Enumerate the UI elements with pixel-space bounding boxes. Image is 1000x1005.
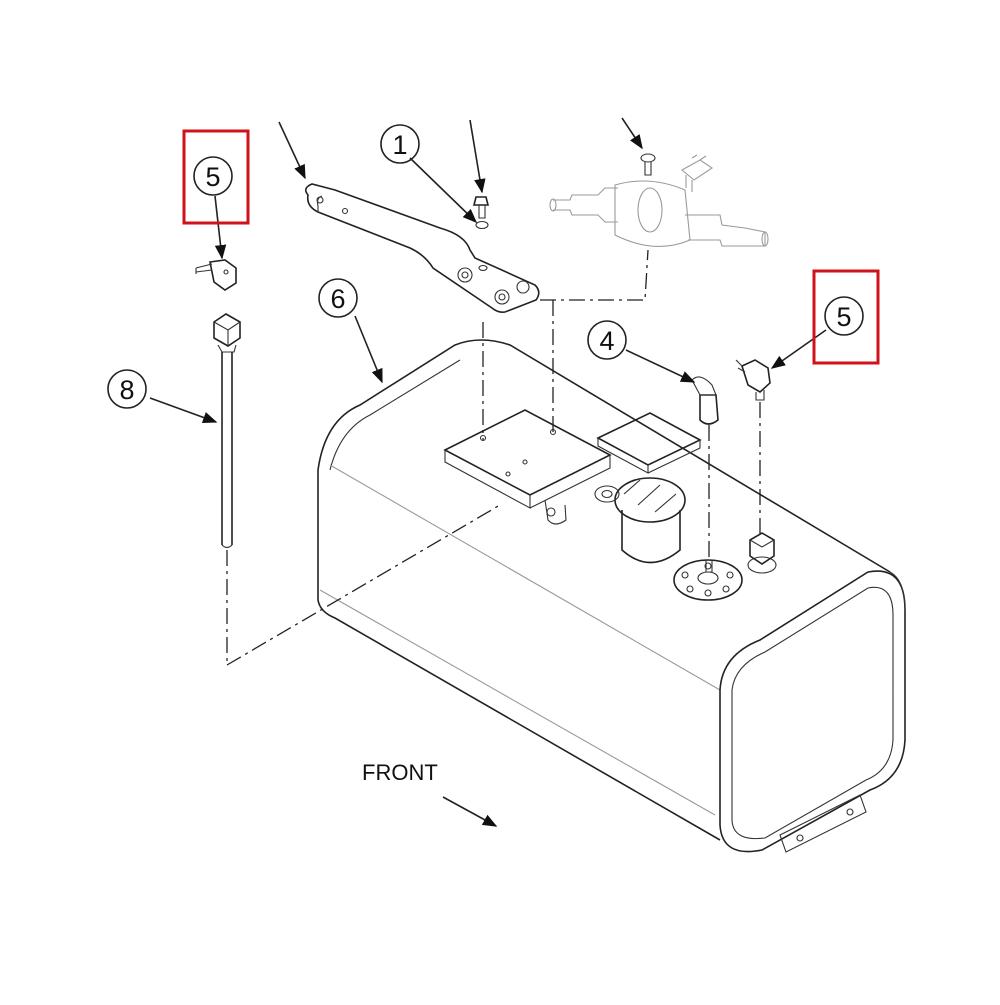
callout-6-label: 6 — [330, 284, 345, 314]
bracket-bolt — [472, 196, 490, 230]
callout-5-left-label: 5 — [205, 162, 220, 192]
callout-6: 6 — [318, 278, 358, 318]
tank-return-fitting — [747, 532, 777, 574]
tank-mounting-plate — [443, 409, 702, 525]
callout-4: 4 — [587, 320, 627, 360]
callout-8-label: 8 — [119, 375, 134, 405]
sender-flange — [673, 559, 743, 601]
fuel-tank — [317, 339, 906, 853]
highlight-box-left — [182, 129, 250, 225]
callout-5-right: 5 — [812, 269, 880, 365]
callout-1: 1 — [380, 124, 420, 164]
callout-4-label: 4 — [599, 326, 614, 356]
filler-cap — [594, 477, 686, 564]
leader-lines — [149, 117, 827, 827]
front-label: FRONT — [362, 760, 438, 785]
centerlines — [226, 249, 761, 666]
elbow-fitting-5-right — [735, 359, 771, 401]
elbow-fitting-4 — [691, 376, 719, 425]
callout-8: 8 — [107, 369, 147, 409]
draw-tube — [213, 313, 241, 549]
callout-5-left: 5 — [182, 129, 250, 225]
callout-1-label: 1 — [392, 130, 407, 160]
fuel-pump — [549, 153, 769, 247]
elbow-fitting-5-left — [195, 259, 237, 291]
strap-bracket — [304, 183, 540, 313]
highlight-box-right — [812, 269, 880, 365]
callout-5-right-label: 5 — [836, 302, 851, 332]
